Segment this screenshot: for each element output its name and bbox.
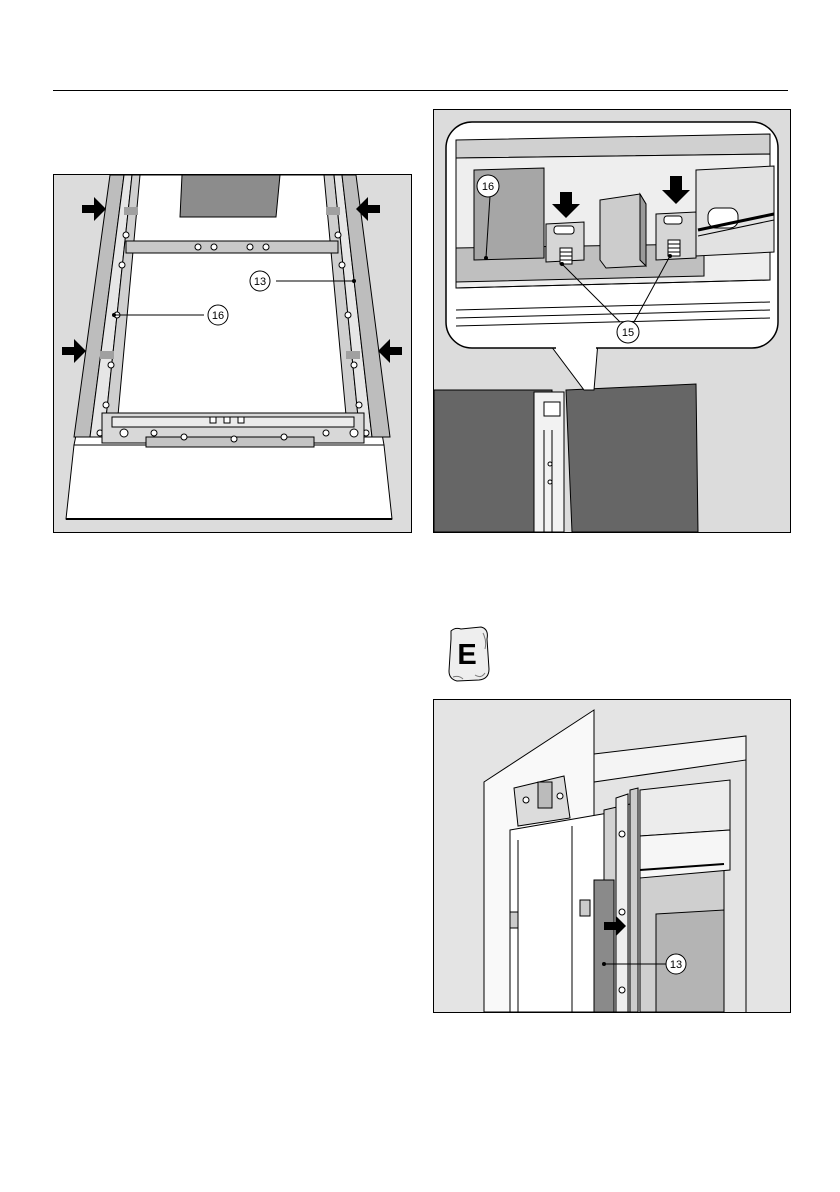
figure-1-door-frame-illustration: 13 16 (53, 174, 412, 533)
fitting-bag-icon: E (445, 625, 491, 683)
fitting-bag-letter: E (455, 639, 479, 671)
figure-2-hinge-detail-illustration: 16 15 (433, 109, 791, 533)
figure2-callout-16: 16 (482, 181, 494, 193)
figure3-callout-13: 13 (670, 959, 682, 971)
header-rule (53, 90, 788, 91)
figure1-callout-16: 16 (212, 310, 224, 322)
figure2-callout-15: 15 (622, 327, 634, 339)
figure1-callout-13: 13 (254, 276, 266, 288)
figure-3-side-rail-illustration: 13 (433, 699, 791, 1013)
